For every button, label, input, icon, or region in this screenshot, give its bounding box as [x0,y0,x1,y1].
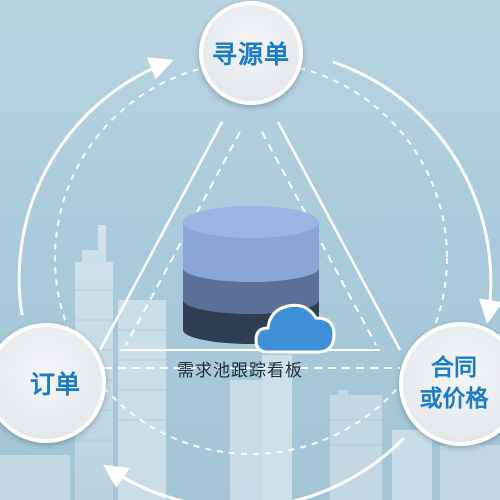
arrow-left-to-top [17,57,174,316]
flow-arrows [17,57,500,500]
arrow-right-to-left [103,436,406,500]
demand-pool-board-label: 需求池跟踪看板 [177,361,303,381]
cloud-icon [254,303,336,354]
city-skyline [0,225,500,500]
cycle-dashed-ring [54,61,448,455]
node-order[interactable]: 订单 [0,323,106,443]
node-sourcing-order[interactable]: 寻源单 [199,1,303,105]
node-contract-or-price-label: 合同 或价格 [419,355,489,412]
node-sourcing-order-label: 寻源单 [211,40,290,69]
node-contract-or-price[interactable]: 合同 或价格 [399,322,500,446]
arrow-top-to-right [332,60,500,324]
node-order-label: 订单 [29,370,80,399]
triangle-guides [98,121,402,369]
